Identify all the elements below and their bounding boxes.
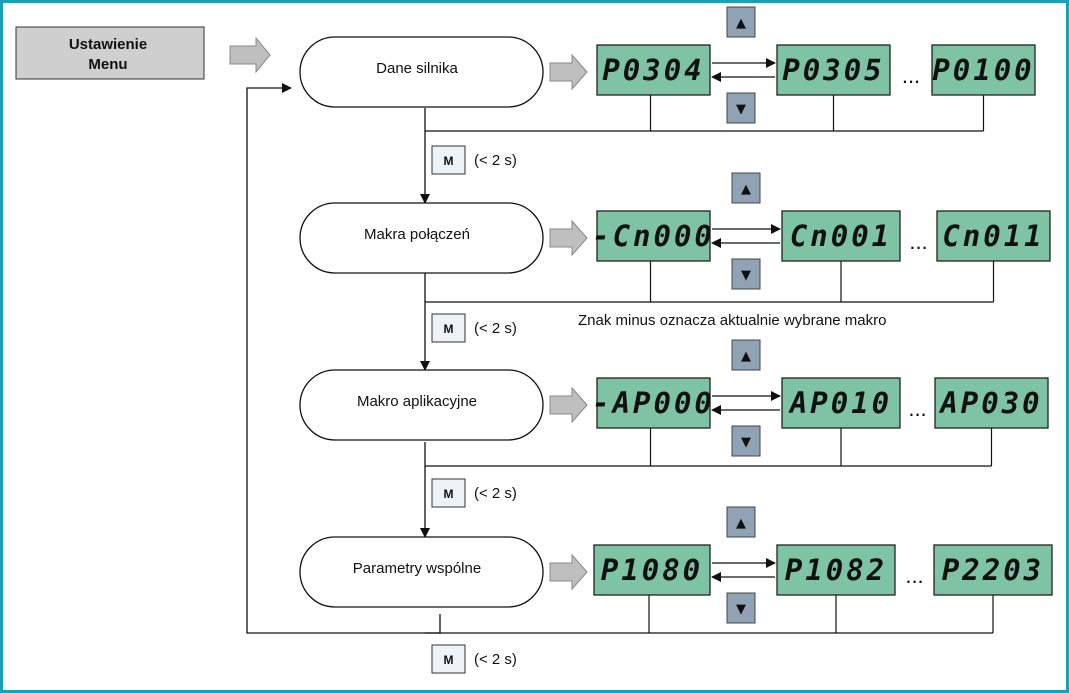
display-value: -AP000 xyxy=(592,386,715,420)
row-title: Parametry wspólne xyxy=(353,560,481,577)
parameter-display[interactable]: P2203 xyxy=(933,544,1053,596)
return-loop-line xyxy=(246,83,441,634)
arrow-down-icon: ▼ xyxy=(736,602,746,617)
parameter-display[interactable]: P0304 xyxy=(596,44,711,96)
ellipsis: ... xyxy=(902,63,920,88)
minus-sign-note: Znak minus oznacza aktualnie wybrane mak… xyxy=(578,312,886,329)
setup-menu-box[interactable]: Ustawienie Menu xyxy=(15,26,205,80)
arrow-down-icon: ▼ xyxy=(741,435,751,450)
arrow-up-button[interactable]: ▲ xyxy=(731,172,761,204)
menu-box-line2: Menu xyxy=(88,56,127,73)
display-value: AP010 xyxy=(788,386,892,420)
m-key-3[interactable]: M xyxy=(431,478,466,508)
parameter-display[interactable]: Cn001 xyxy=(781,210,901,262)
display-value: AP030 xyxy=(938,386,1042,420)
display-value: P2203 xyxy=(942,553,1044,587)
parameter-display[interactable]: AP010 xyxy=(781,377,901,429)
m-key-hint-4: (< 2 s) xyxy=(474,651,517,668)
arrow-up-button[interactable]: ▲ xyxy=(731,339,761,371)
arrow-down-button[interactable]: ▼ xyxy=(731,425,761,457)
parameter-display[interactable]: -Cn000 xyxy=(592,210,715,262)
menu-row: Dane silnika ▲ ▼ P0304 P0305 P0100... xyxy=(299,6,1036,132)
m-key-2[interactable]: M xyxy=(431,313,466,343)
m-key-label: M xyxy=(444,487,454,501)
display-value: P0100 xyxy=(932,53,1034,87)
m-key-hint-2: (< 2 s) xyxy=(474,320,517,337)
arrow-down-button[interactable]: ▼ xyxy=(726,592,756,624)
parameter-display[interactable]: -AP000 xyxy=(592,377,715,429)
m-key-hint-1: (< 2 s) xyxy=(474,152,517,169)
row-title-box[interactable]: Dane silnika xyxy=(299,36,544,108)
ellipsis: ... xyxy=(905,563,923,588)
display-value: P1082 xyxy=(785,553,887,587)
arrow-up-button[interactable]: ▲ xyxy=(726,506,756,538)
arrow-down-button[interactable]: ▼ xyxy=(726,92,756,124)
m-key-4[interactable]: M xyxy=(431,644,466,674)
m-key-hint-3: (< 2 s) xyxy=(474,485,517,502)
parameter-display[interactable]: Cn011 xyxy=(936,210,1051,262)
arrow-up-icon: ▲ xyxy=(741,349,751,364)
display-value: P0304 xyxy=(602,53,704,87)
parameter-display[interactable]: P0100 xyxy=(931,44,1036,96)
display-value: -Cn000 xyxy=(592,219,715,253)
ellipsis: ... xyxy=(909,229,927,254)
arrow-down-icon: ▼ xyxy=(736,102,746,117)
row-title-box[interactable]: Makro aplikacyjne xyxy=(299,369,544,441)
m-key-label: M xyxy=(444,154,454,168)
arrow-up-icon: ▲ xyxy=(736,516,746,531)
row-arrow xyxy=(549,553,588,591)
parameter-display[interactable]: P0305 xyxy=(776,44,891,96)
display-value: Cn001 xyxy=(790,219,892,253)
parameter-display[interactable]: P1082 xyxy=(776,544,896,596)
arrow-up-button[interactable]: ▲ xyxy=(726,6,756,38)
menu-row: Parametry wspólne ▲ ▼ P1080 P1082 P2203... xyxy=(299,506,1053,634)
row-title-box[interactable]: Makra połączeń xyxy=(299,202,544,274)
menu-box-line1: Ustawienie xyxy=(69,36,147,53)
parameter-display[interactable]: P1080 xyxy=(593,544,711,596)
m-key-label: M xyxy=(444,322,454,336)
arrow-up-icon: ▲ xyxy=(741,182,751,197)
m-key-label: M xyxy=(444,653,454,667)
arrow-down-button[interactable]: ▼ xyxy=(731,258,761,290)
parameter-display[interactable]: AP030 xyxy=(934,377,1049,429)
row-title: Makro aplikacyjne xyxy=(357,393,477,410)
menu-row: Makra połączeń ▲ ▼ -Cn000 Cn001 Cn011... xyxy=(299,172,1051,303)
row-title: Dane silnika xyxy=(376,60,458,77)
display-value: P1080 xyxy=(601,553,703,587)
arrow-down-icon: ▼ xyxy=(741,268,751,283)
row-title: Makra połączeń xyxy=(364,226,470,243)
menu-row: Makro aplikacyjne ▲ ▼ -AP000 AP010 AP030... xyxy=(299,339,1049,467)
m-key-1[interactable]: M xyxy=(431,145,466,175)
row-arrow xyxy=(549,386,588,424)
arrow-up-icon: ▲ xyxy=(736,16,746,31)
row-arrow xyxy=(549,219,588,257)
ellipsis: ... xyxy=(908,396,926,421)
display-value: P0305 xyxy=(782,53,884,87)
display-value: Cn011 xyxy=(942,219,1044,253)
menu-entry-arrow xyxy=(229,36,271,74)
row-title-box[interactable]: Parametry wspólne xyxy=(299,536,544,608)
row-arrow xyxy=(549,53,588,91)
